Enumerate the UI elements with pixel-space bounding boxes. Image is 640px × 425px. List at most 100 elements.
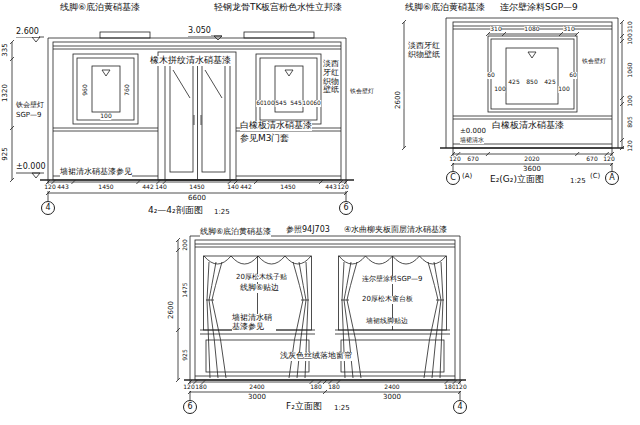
note-label: ±0.000 [460, 128, 486, 136]
dimension-label: 425 [544, 79, 555, 86]
dimension-label: 2600 [168, 301, 176, 319]
dimension-label: 60 [487, 72, 495, 79]
dimension-label: 925 [182, 349, 189, 360]
note-label: 铁会壁灯 [350, 88, 374, 95]
note-label: 浅灰色丝绒落地窗帘 [280, 352, 352, 361]
dimension-label: 310 [490, 26, 501, 33]
note-label: 淡西牙红织物壁纸 [408, 42, 444, 60]
axis-label: 4 [45, 204, 50, 212]
dimension-label: 442 [240, 184, 251, 191]
dimension-label: 140 [227, 184, 238, 191]
dimension-label: 180 [444, 384, 455, 391]
axis-marker: 6 [339, 201, 353, 215]
drawing-title: 1:25 [570, 178, 586, 186]
dimension-label: 120 [627, 140, 634, 151]
dimension-label: 310 [563, 26, 574, 33]
dimension-label: 100 [627, 95, 634, 106]
dimension-label: 120 [337, 184, 348, 191]
dimension-label: 925 [2, 147, 10, 160]
dimension-label: 1475 [182, 282, 189, 297]
dimension-label: 100 [558, 86, 569, 93]
note-label: 白橡板清水硝基漆 [240, 121, 312, 131]
note-label: 线脚⑥底泊黄硝基漆 [200, 228, 271, 237]
dimension-label: 120 [183, 384, 194, 391]
note-label: 参见M3门套 [240, 134, 290, 144]
dimension-label: 425 [508, 79, 519, 86]
dimension-label: 6600 [188, 195, 206, 203]
note-label: 线脚⑥底泊黄硝基漆 [405, 3, 485, 13]
axis-label: 6 [343, 204, 348, 212]
dimension-label: 670 [467, 156, 478, 163]
dimension-label: 3000 [248, 394, 266, 402]
dimension-label: 2600 [395, 91, 403, 109]
drawing-title: 1:25 [334, 405, 350, 413]
dimension-label: 3600 [523, 166, 541, 174]
note-label: 铁会壁灯 [582, 58, 606, 65]
note-label: 参照94J703 [286, 226, 330, 235]
dimension-label: 180 [310, 384, 321, 391]
axis-marker: A [605, 171, 619, 185]
dimension-label: 120 [603, 156, 614, 163]
drawing-title: E₂(G₂)立面图 [490, 175, 544, 185]
dimension-label: 140 [155, 184, 166, 191]
note-label: 淡西牙红织物壁纸 [323, 60, 340, 95]
note-label: 轻钢龙骨TK板宫粉色水性立邦漆 [214, 3, 342, 13]
dimension-label: 60 [313, 100, 321, 107]
dimension-label: 2400 [249, 384, 264, 391]
note-label: 线脚⑥贴边 [240, 284, 279, 293]
dimension-label: 120 [44, 184, 55, 191]
dimension-label: 310 [627, 21, 634, 32]
axis-marker: 6 [183, 400, 197, 414]
dimension-label: 545 [275, 100, 286, 107]
dimension-label: 443 [325, 184, 336, 191]
note-label: 白橡板清水硝基漆 [492, 121, 564, 131]
dimension-label: 120 [455, 384, 466, 391]
dimension-label: 60 [569, 72, 577, 79]
note-label: SGP—9 [16, 112, 42, 120]
note-label: 连尔壁涂料SGP—9 [362, 276, 423, 284]
dimension-label: 443 [57, 184, 68, 191]
dimension-label: 180 [328, 384, 339, 391]
axis-label: C [450, 174, 456, 182]
dimension-label: 2400 [384, 384, 399, 391]
note-label: 20厚松木窗台板 [362, 296, 413, 304]
note-label: 橡木拼纹清水硝基漆 [150, 56, 231, 66]
drawing-title: 4₂—4₂剖面图 [148, 206, 203, 216]
note-label: 墙裙清水硝基漆参见 [232, 314, 276, 332]
note-label: 墙裙清水硝基漆参见 [60, 168, 132, 177]
note-label: 20厚松木线子贴 [236, 274, 287, 282]
drawing-title: F₂立面图 [286, 402, 322, 412]
drawing-title: 1:25 [214, 209, 230, 217]
axis-label: A [609, 174, 614, 182]
note-label: ④水曲柳夹板面层清水硝基漆 [344, 226, 447, 235]
dimension-label: 100 [627, 33, 634, 44]
dimension-label: 1450 [98, 184, 113, 191]
dimension-label: 1320 [2, 84, 10, 102]
dimension-label: 3000 [383, 394, 401, 402]
note-label: 墙裙线脚贴边 [366, 318, 408, 326]
dimension-label: 960 [82, 84, 89, 95]
dimension-label: 760 [124, 84, 131, 95]
dimension-label: 442 [142, 184, 153, 191]
note-label: 铁会壁灯 [16, 102, 44, 110]
dimension-label: 120 [449, 156, 460, 163]
dimension-label: 200 [182, 239, 189, 250]
note-label: (A) [462, 173, 472, 181]
dimension-label: 180 [195, 384, 206, 391]
dimension-label: 335 [2, 43, 10, 56]
dimension-label: 100 [494, 86, 505, 93]
note-label: 3.050 [188, 27, 211, 36]
axis-label: 6 [187, 403, 192, 411]
dimension-label: 2020 [524, 156, 539, 163]
note-label: 线脚⑥底泊黄硝基漆 [60, 3, 140, 13]
axis-marker: C [446, 171, 460, 185]
axis-marker: 4 [453, 400, 467, 414]
dimension-label: 1450 [189, 184, 204, 191]
note-label: 2.600 [16, 28, 39, 37]
dimension-label: 100 [100, 113, 111, 120]
axis-label: 4 [457, 403, 462, 411]
dimension-label: 670 [586, 156, 597, 163]
note-label: 墙裙清水 [460, 137, 484, 144]
